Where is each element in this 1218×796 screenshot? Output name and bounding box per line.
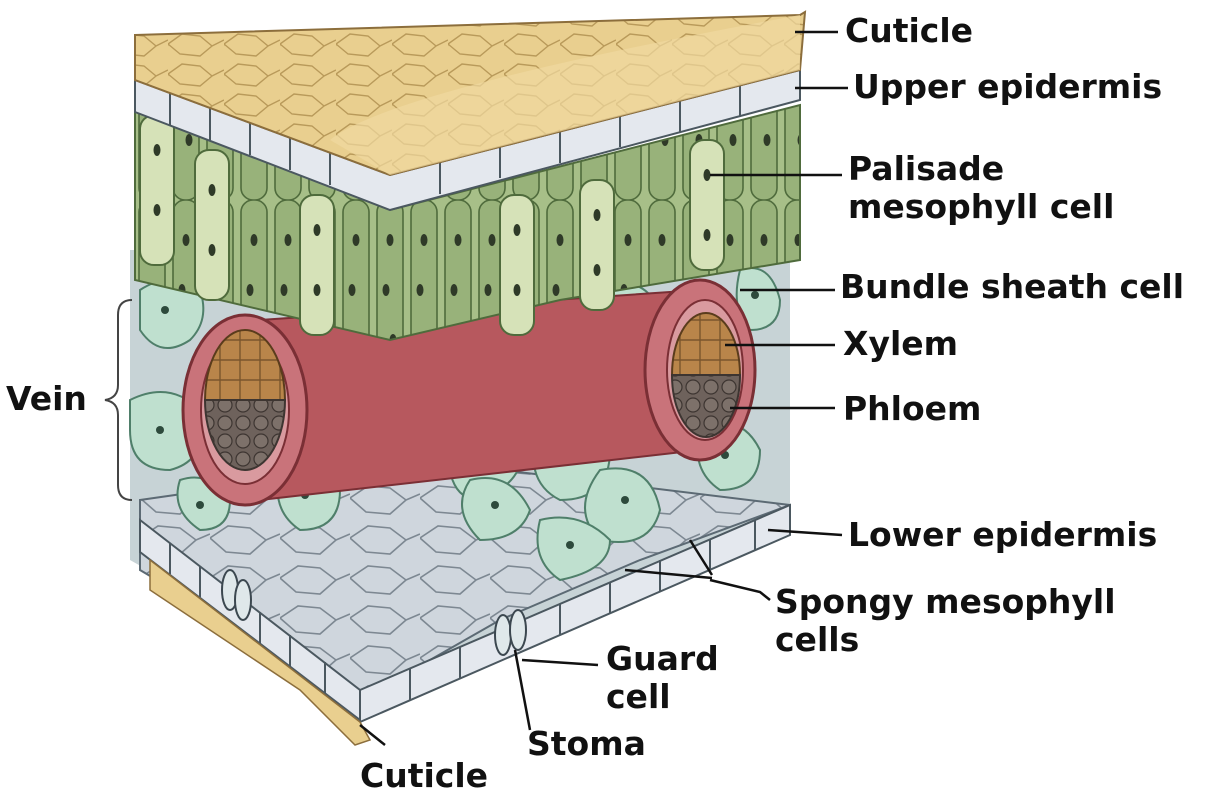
- label-upper-epidermis: Upper epidermis: [853, 67, 1163, 106]
- leader-lines: [359, 30, 848, 746]
- vein-right: [643, 278, 757, 462]
- label-spongy-line2: cells: [775, 620, 860, 659]
- label-cuticle-top: Cuticle: [845, 11, 974, 50]
- label-spongy-mesophyll: Spongy mesophyll cells: [775, 583, 1116, 659]
- label-cuticle-bottom: Cuticle: [360, 756, 489, 795]
- label-vein: Vein: [6, 379, 87, 418]
- lower-epidermis-strip: [139, 503, 791, 724]
- label-palisade-mesophyll: Palisade mesophyll cell: [848, 150, 1114, 226]
- vein-left: [181, 313, 309, 507]
- stoma: [221, 569, 527, 656]
- label-palisade-line2: mesophyll cell: [848, 187, 1115, 226]
- lower-cuticle: [149, 558, 372, 746]
- vein-brace: [104, 299, 133, 501]
- label-palisade-line1: Palisade: [848, 149, 1005, 188]
- label-guard-cell: Guard cell: [606, 640, 719, 716]
- label-stoma: Stoma: [527, 724, 646, 763]
- label-phloem: Phloem: [843, 389, 982, 428]
- label-xylem: Xylem: [843, 324, 959, 363]
- label-spongy-line1: Spongy mesophyll: [775, 582, 1116, 621]
- label-lower-epidermis: Lower epidermis: [848, 515, 1158, 554]
- label-bundle-sheath: Bundle sheath cell: [840, 267, 1185, 306]
- label-guard-line1: Guard: [606, 639, 719, 678]
- label-guard-line2: cell: [606, 677, 671, 716]
